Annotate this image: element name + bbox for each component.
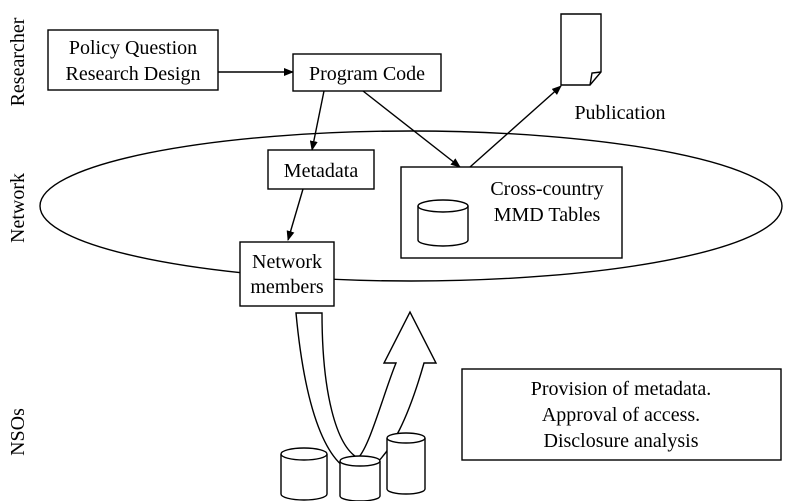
side-label-researcher: Researcher <box>7 17 29 106</box>
metadata-box <box>267 149 375 190</box>
network-members-box <box>239 241 335 307</box>
cross-country-label: Cross-country <box>490 178 603 200</box>
side-label-nsos: NSOs <box>7 408 29 456</box>
publication-label: Publication <box>574 102 665 124</box>
program-code-label: Program Code <box>309 63 425 85</box>
policy-question-label: Policy Question <box>69 37 197 59</box>
nso-role-metadata: Provision of metadata. <box>531 378 712 400</box>
database-icon <box>339 455 381 501</box>
nso-flow-arrow <box>295 310 438 475</box>
metadata-label: Metadata <box>284 160 359 182</box>
network-members-line2: members <box>250 276 324 298</box>
network-members-line1: Network <box>252 251 322 273</box>
mmd-tables-label: MMD Tables <box>494 204 601 226</box>
research-design-label: Research Design <box>66 63 201 85</box>
nso-role-disclosure: Disclosure analysis <box>544 430 699 452</box>
arrow-tables-to-publication <box>469 85 562 168</box>
publication-document-icon <box>560 13 602 86</box>
side-label-network: Network <box>7 173 29 243</box>
arrow-metadata-to-members <box>286 188 304 241</box>
network-ellipse <box>39 130 783 282</box>
policy-question-box <box>47 29 219 91</box>
arrow-code-to-metadata <box>309 90 325 151</box>
database-icon <box>280 447 328 501</box>
program-code-box <box>292 53 442 92</box>
nso-role-approval: Approval of access. <box>542 404 700 426</box>
database-icon <box>417 199 469 247</box>
nso-roles-box <box>461 368 782 461</box>
database-icon <box>386 432 426 495</box>
arrow-code-to-tables <box>362 90 461 168</box>
